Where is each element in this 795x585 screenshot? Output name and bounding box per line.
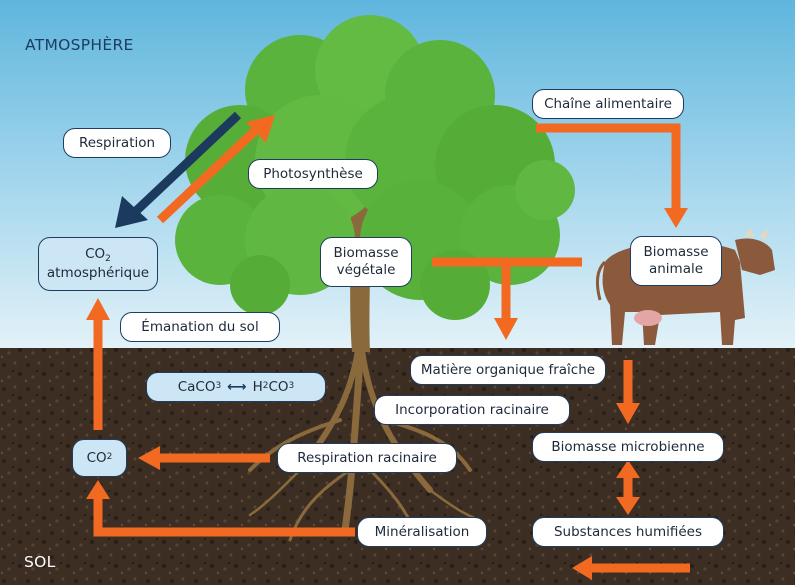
co2-atmospherique-label: CO2 atmosphérique [38, 237, 158, 291]
photosynthese-label: Photosynthèse [248, 159, 378, 189]
atmosphere-title: ATMOSPHÈRE [25, 36, 134, 54]
biomasse-vegetale-label: Biomasse végétale [320, 237, 412, 287]
respiration-arrow-head [115, 196, 148, 228]
co2-atmospherique-formula: CO2 [85, 246, 111, 265]
incorporation-racinaire-label: Incorporation racinaire [374, 395, 570, 425]
co2-sol-symbol: CO [86, 449, 107, 466]
co2-atmo-text: atmosphérique [46, 265, 150, 282]
h2co3-subscript-1: 2 [262, 381, 269, 392]
biomasse-animale-label: Biomasse animale [630, 236, 722, 286]
matiere-organique-label: Matière organique fraîche [410, 355, 606, 385]
co2-sol-subscript: 2 [106, 452, 113, 463]
respiration-racinaire-label: Respiration racinaire [277, 443, 457, 473]
tree-illustration [175, 15, 575, 320]
chaine-arrow [536, 123, 681, 210]
co2-atmo-subscript: 2 [105, 253, 111, 264]
photosynthese-arrow-head [246, 115, 275, 143]
h2co3-h: H [252, 378, 263, 395]
caco3-subscript: 3 [215, 381, 222, 392]
photosynthese-arrow [156, 124, 262, 224]
respiration-label: Respiration [63, 128, 171, 158]
soil-title: SOL [24, 553, 56, 571]
biomasse-animale-line1: Biomasse [643, 244, 709, 261]
respiration-arrow [131, 111, 242, 216]
biomasse-vegetale-line1: Biomasse [333, 245, 399, 262]
h2co3-subscript-2: 3 [288, 381, 295, 392]
substances-humifiees-label: Substances humifiées [532, 517, 724, 547]
chaine-alimentaire-label: Chaîne alimentaire [532, 89, 684, 119]
equilibrium-arrow-icon: ⟷ [227, 378, 247, 395]
emanation-label: Émanation du sol [120, 312, 280, 342]
biomasse-animale-line2: animale [648, 261, 704, 277]
caco3-text: CaCO [177, 378, 216, 395]
biomasse-microbienne-label: Biomasse microbienne [532, 432, 724, 462]
mineralisation-arrow [93, 497, 355, 537]
h2co3-co: CO [268, 378, 289, 395]
co2-atmo-symbol: CO [85, 245, 106, 262]
biomasse-vegetale-line2: végétale [336, 262, 396, 278]
mineralisation-label: Minéralisation [357, 517, 487, 547]
